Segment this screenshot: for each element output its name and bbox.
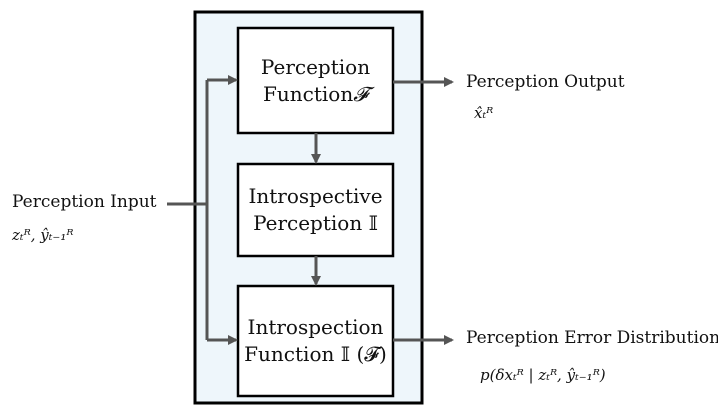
- introspection-function-text: Introspection Function 𝕀 (𝓕): [238, 286, 393, 396]
- introspection-function-line2-wrap: Function 𝕀 (𝓕): [244, 341, 387, 368]
- input-math: zₜᴿ, ŷₜ₋₁ᴿ: [12, 226, 74, 244]
- error-output-label: Perception Error Distribution: [466, 328, 718, 348]
- introspective-perception-line2-wrap: Perception 𝕀: [253, 210, 378, 237]
- introspective-perception-symbol: 𝕀: [368, 211, 378, 235]
- output-math: x̂ₜᴿ: [474, 104, 494, 122]
- perception-function-line2-wrap: Function𝓕: [263, 81, 368, 108]
- introspective-perception-line2: Perception: [253, 211, 363, 235]
- introspection-function-line1: Introspection: [247, 315, 384, 339]
- perception-function-text: Perception Function𝓕: [238, 28, 393, 133]
- introspection-function-line2: Function: [244, 342, 335, 366]
- introspective-perception-line1: Introspective: [248, 184, 383, 208]
- error-output-math: p(δxₜᴿ | zₜᴿ, ŷₜ₋₁ᴿ): [480, 366, 606, 384]
- introspective-perception-block: [236, 162, 395, 258]
- introspective-perception-text: Introspective Perception 𝕀: [238, 164, 393, 256]
- input-label: Perception Input: [12, 192, 157, 212]
- introspection-function-symbol: 𝕀 (𝓕): [340, 342, 387, 366]
- output-label: Perception Output: [466, 72, 625, 92]
- perception-function-line1: Perception: [260, 54, 371, 79]
- perception-function-block: [236, 26, 395, 135]
- perception-function-symbol: 𝓕: [353, 81, 368, 106]
- perception-function-line2: Function: [263, 81, 354, 106]
